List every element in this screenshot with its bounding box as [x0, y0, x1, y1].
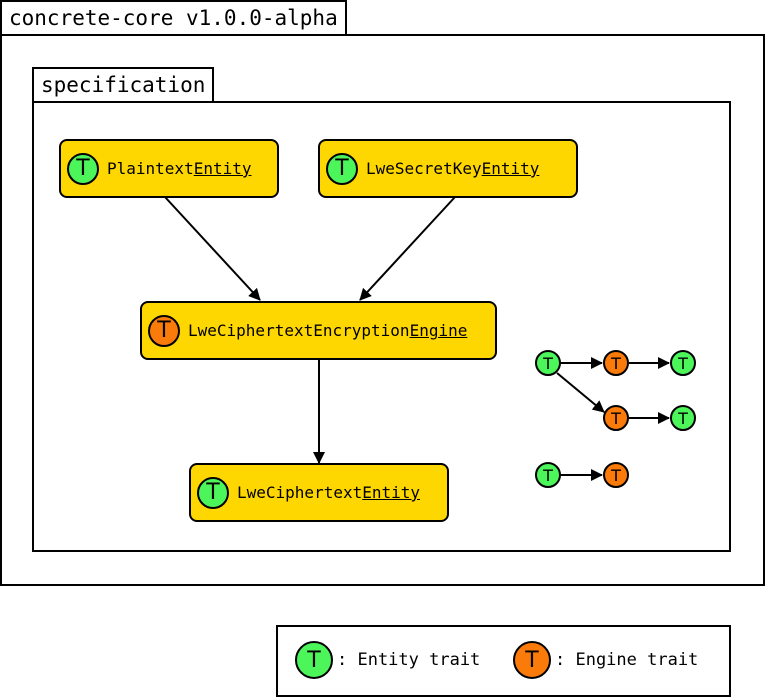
entity-trait-legend-icon: T	[295, 641, 333, 679]
lwe-ciphertext-entity-suffix: Entity	[362, 483, 421, 502]
mini-entity-node-2-label: T	[677, 354, 688, 373]
legend-engine-item: T : Engine trait	[513, 641, 698, 679]
mini-entity-node-1	[535, 350, 561, 376]
lwe-secret-key-entity-node: T LweSecretKeyEntity	[318, 139, 578, 198]
lwe-ciphertext-entity-node: T LweCiphertextEntity	[189, 463, 449, 522]
package-title: concrete-core v1.0.0-alpha	[9, 6, 338, 30]
arrow-secretkey-to-engine	[359, 196, 456, 301]
plaintext-entity-suffix: Entity	[193, 159, 252, 178]
mini-entity-node-2	[670, 350, 696, 376]
entity-trait-icon: T	[197, 476, 229, 509]
legend-box	[276, 625, 731, 697]
plaintext-entity-node: T PlaintextEntity	[59, 139, 279, 198]
engine-trait-legend-icon: T	[513, 641, 551, 679]
mini-entity-node-4-label: T	[542, 466, 553, 485]
mini-entity-node-4	[535, 462, 561, 488]
plaintext-entity-label: PlaintextEntity	[107, 159, 252, 178]
mini-engine-node-2-label: T	[610, 409, 621, 428]
mini-edge-3	[556, 372, 605, 413]
module-title: specification	[41, 73, 206, 97]
lwe-secret-key-entity-prefix: LweSecretKey	[366, 159, 482, 178]
package-title-tab: concrete-core v1.0.0-alpha	[0, 0, 347, 36]
lwe-ciphertext-encryption-engine-suffix: Engine	[409, 321, 468, 340]
legend-entity-item: T : Entity trait	[295, 641, 480, 679]
lwe-ciphertext-encryption-engine-node: T LweCiphertextEncryptionEngine	[140, 301, 497, 360]
engine-trait-icon: T	[148, 314, 180, 347]
mini-engine-node-3	[603, 462, 629, 488]
mini-entity-node-3-label: T	[677, 409, 688, 428]
mini-entity-node-3	[670, 405, 696, 431]
lwe-ciphertext-entity-prefix: LweCiphertext	[237, 483, 363, 502]
lwe-secret-key-entity-suffix: Entity	[481, 159, 540, 178]
lwe-secret-key-entity-label: LweSecretKeyEntity	[366, 159, 539, 178]
lwe-ciphertext-encryption-engine-prefix: LweCiphertextEncryption	[188, 321, 410, 340]
module-title-tab: specification	[32, 67, 215, 103]
entity-trait-icon: T	[67, 152, 99, 185]
mini-engine-node-3-label: T	[610, 466, 621, 485]
mini-engine-node-1-label: T	[610, 354, 621, 373]
entity-trait-icon: T	[326, 152, 358, 185]
mini-engine-node-1	[603, 350, 629, 376]
lwe-ciphertext-encryption-engine-label: LweCiphertextEncryptionEngine	[188, 321, 467, 340]
mini-entity-node-1-label: T	[542, 354, 553, 373]
legend-entity-label: : Entity trait	[337, 650, 481, 670]
arrow-plaintext-to-engine	[164, 196, 261, 301]
lwe-ciphertext-entity-label: LweCiphertextEntity	[237, 483, 420, 502]
mini-engine-node-2	[603, 405, 629, 431]
plaintext-entity-prefix: Plaintext	[107, 159, 194, 178]
legend-engine-label: : Engine trait	[555, 650, 699, 670]
